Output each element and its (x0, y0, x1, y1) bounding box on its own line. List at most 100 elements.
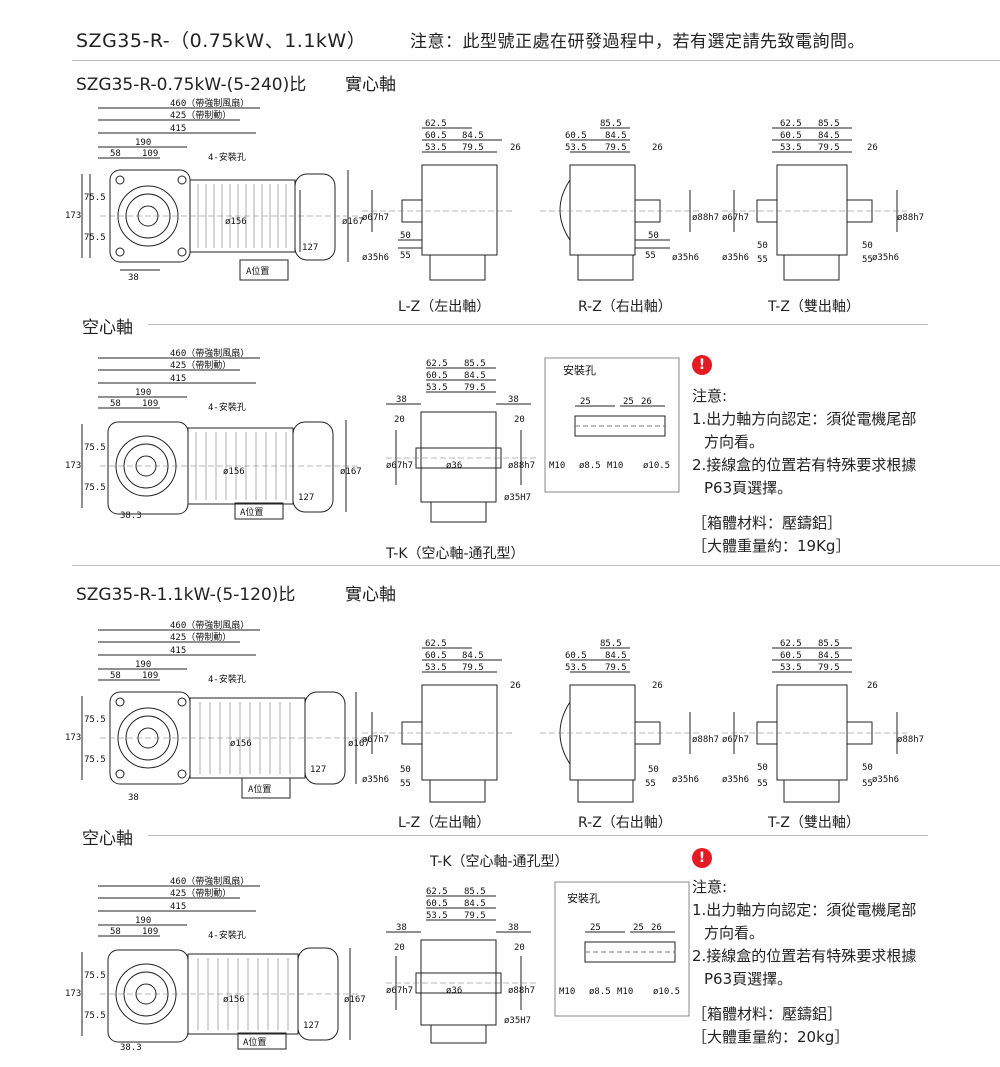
dim-phi35H7: ø35H7 (504, 493, 531, 503)
dim-60-5: 60.5 (426, 899, 448, 909)
dim-84-5: 84.5 (462, 131, 484, 141)
dim-phi36: ø36 (446, 986, 462, 996)
dim-190: 190 (135, 916, 151, 926)
dim-60-5: 60.5 (426, 371, 448, 381)
dim-phi35: ø35h6 (672, 253, 699, 263)
dim-phi88: ø88h7 (897, 213, 924, 223)
section2-lz-drawing: 62.5 60.5 84.5 53.5 79.5 26 ø67h7 ø35h6 … (362, 639, 521, 803)
dim-phi167: ø167 (342, 217, 364, 227)
section2-lz-caption: L-Z（左出軸） (398, 815, 491, 831)
dim-m10-right: M10 (607, 461, 623, 471)
dim-62-5: 62.5 (425, 639, 447, 649)
dim-425: 425（帶制動） (170, 631, 231, 643)
dim-phi88: ø88h7 (508, 986, 535, 996)
dim-85-5: 85.5 (818, 639, 840, 649)
dim-79-5: 79.5 (818, 663, 840, 673)
dim-79-5: 79.5 (462, 143, 484, 153)
section2-hollow-divider (148, 835, 928, 836)
dim-26: 26 (510, 143, 521, 153)
dim-holes: 4-安裝孔 (208, 401, 246, 413)
dim-20-right: 20 (514, 415, 525, 425)
section1-lz-caption: L-Z（左出軸） (398, 299, 491, 315)
dim-20-left: 20 (394, 415, 405, 425)
dim-84-5: 84.5 (462, 651, 484, 661)
dim-phi36: ø36 (446, 461, 462, 471)
dim-415: 415 (170, 374, 186, 384)
dim-phi35: ø35h6 (722, 775, 749, 785)
dim-phi35: ø35h6 (362, 253, 389, 263)
dim-62-5: 62.5 (426, 887, 448, 897)
dim-75-5-top: 75.5 (84, 443, 106, 453)
dim-50: 50 (648, 765, 659, 775)
material-note: ［箱體材料：壓鑄鋁］ (692, 1005, 843, 1023)
dim-25-right: 25 (623, 397, 634, 407)
dim-85-5: 85.5 (600, 119, 622, 129)
dim-53-5: 53.5 (426, 383, 448, 393)
section2-motor-drawing: 460（帶強制風扇） 425（帶制動） 415 190 58 109 4-安裝孔… (65, 619, 370, 803)
dim-phi35H7: ø35H7 (504, 1016, 531, 1026)
dim-38-left: 38 (396, 395, 407, 405)
section1-lz-drawing: 62.5 60.5 84.5 53.5 79.5 26 ø67h7 ø35h6 … (362, 119, 521, 281)
dim-60-5: 60.5 (780, 651, 802, 661)
dim-85-5: 85.5 (464, 887, 486, 897)
dim-173: 173 (65, 989, 81, 999)
dim-173: 173 (65, 733, 81, 743)
section2-tz-caption: T-Z（雙出軸） (768, 815, 860, 831)
dim-phi35-right: ø35h6 (872, 775, 899, 785)
model-title: SZG35-R-（0.75kW、1.1kW） (76, 30, 367, 52)
dim-127: 127 (298, 493, 314, 503)
section2-solid-label: 實心軸 (345, 585, 396, 605)
dim-m10-left: M10 (559, 987, 575, 997)
dim-75-5-bottom: 75.5 (84, 233, 106, 243)
dim-75-5-top: 75.5 (84, 193, 106, 203)
dim-75-5-top: 75.5 (84, 971, 106, 981)
dim-26: 26 (652, 681, 663, 691)
dim-53-5: 53.5 (780, 143, 802, 153)
dim-127: 127 (310, 765, 326, 775)
dim-58: 58 (110, 671, 121, 681)
dim-85-5: 85.5 (818, 119, 840, 129)
dim-127: 127 (302, 243, 318, 253)
dim-phi35-right: ø35h6 (872, 253, 899, 263)
section2-notes: 注意: 1.出力軸方向認定：須從電機尾部 方向看。 2.接線盒的位置若有特殊要求… (692, 876, 916, 1049)
note-line: 2.接線盒的位置若有特殊要求根據 (692, 947, 917, 965)
dim-173: 173 (65, 211, 81, 221)
dim-38-right: 38 (508, 395, 519, 405)
dim-53-5: 53.5 (780, 663, 802, 673)
dim-phi88: ø88h7 (897, 735, 924, 745)
section1-rz-caption: R-Z（右出軸） (578, 299, 672, 315)
dim-62-5: 62.5 (780, 639, 802, 649)
dim-75-5-top: 75.5 (84, 715, 106, 725)
dim-55: 55 (757, 255, 768, 265)
dim-55-right: 55 (862, 779, 873, 789)
note-line: 方向看。 (704, 924, 765, 942)
mount-hole-label: 安裝孔 (567, 891, 600, 905)
material-note: ［箱體材料：壓鑄鋁］ (692, 514, 843, 532)
dim-phi156: ø156 (225, 217, 247, 227)
dim-415: 415 (170, 902, 186, 912)
dim-50: 50 (757, 241, 768, 251)
section1-warning-icon: ! (692, 355, 712, 375)
dim-84-5: 84.5 (605, 131, 627, 141)
dim-phi10-5: ø10.5 (643, 461, 670, 471)
note-line: 1.出力軸方向認定：須從電機尾部 (692, 901, 917, 919)
dim-55: 55 (757, 779, 768, 789)
section2-warning-icon: ! (692, 848, 712, 868)
dim-60-5: 60.5 (780, 131, 802, 141)
dim-26: 26 (652, 143, 663, 153)
dim-58: 58 (110, 399, 121, 409)
dim-phi10-5: ø10.5 (653, 987, 680, 997)
dim-53-5: 53.5 (565, 663, 587, 673)
dim-55-right: 55 (862, 255, 873, 265)
section1-tz-drawing: 62.5 85.5 60.5 84.5 53.5 79.5 26 ø67h7 ø… (722, 119, 924, 281)
dim-20-left: 20 (394, 943, 405, 953)
dim-84-5: 84.5 (464, 899, 486, 909)
dim-84-5: 84.5 (605, 651, 627, 661)
dim-phi88: ø88h7 (508, 461, 535, 471)
dim-phi67: ø67h7 (722, 735, 749, 745)
dim-75-5-bottom: 75.5 (84, 1011, 106, 1021)
section2-hollow-motor-drawing: 460（帶強制風扇） 425（帶制動） 415 190 58 109 4-安裝孔… (65, 875, 366, 1053)
section-divider (72, 565, 1000, 566)
section1-tz-caption: T-Z（雙出軸） (768, 299, 860, 315)
dim-62-5: 62.5 (426, 359, 448, 369)
